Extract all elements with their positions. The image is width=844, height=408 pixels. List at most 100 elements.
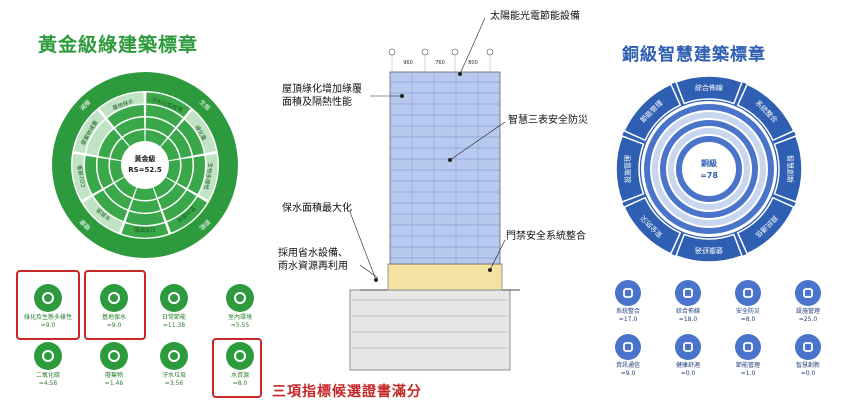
faucet-icon (226, 342, 254, 370)
green-wheel-label: 日常節能 (134, 226, 157, 234)
basement-block (349, 289, 511, 371)
green-wheel-segment (176, 157, 193, 188)
green-wheel-segment (145, 117, 175, 137)
monitor-icon (615, 280, 641, 306)
green-wheel-segment (169, 129, 192, 158)
green-wheel-segment (185, 110, 217, 154)
smart-inner-ring (660, 120, 758, 218)
green-wheel-segment (82, 196, 123, 233)
leaf-icon (735, 334, 761, 360)
smart-indicator: 設施管理 =25.0 (780, 280, 836, 324)
green-wheel-segment (177, 119, 204, 156)
callout-smart-meter: 智慧三表安全防災 (508, 115, 588, 126)
green-wheel-segment (158, 183, 186, 210)
smart-center-score: =78 (700, 171, 718, 180)
green-wheel-segment (162, 190, 197, 221)
green-indicator-value: =11.38 (162, 322, 186, 329)
green-building-title: 黃金級綠建築標章 (38, 34, 199, 56)
callout-leader (489, 239, 506, 271)
smart-indicator-label: 設施管理 (795, 308, 820, 315)
smart-indicator-label: 智慧創新 (795, 362, 820, 369)
green-wheel-segment (104, 183, 132, 210)
green-center-disc (123, 143, 167, 187)
smart-indicator-label: 健康舒適 (675, 362, 700, 369)
smart-outer-segment (623, 196, 682, 255)
smart-outer-segment (615, 135, 645, 203)
green-indicator-label: 室內環境 (227, 314, 252, 321)
green-wheel-segment (110, 138, 130, 161)
smart-indicator-value: =25.0 (798, 316, 818, 323)
green-indicator-label: 日常節能 (161, 314, 186, 321)
smart-indicator-label: 節能管理 (735, 362, 760, 369)
grid-axis-marker (388, 48, 396, 56)
green-indicator: 室內環境 =5.55 (210, 284, 270, 330)
green-indicator-label: 水資源 (230, 372, 249, 379)
green-indicator-value: =1.46 (104, 380, 124, 387)
smart-indicator: 健康舒適 =0.0 (660, 334, 716, 378)
smart-inner-ring (644, 104, 774, 234)
smart-indicator-value: =9.0 (620, 370, 636, 377)
smart-outer-segment (773, 135, 803, 203)
green-wheel-segment (93, 190, 128, 221)
green-wheel-segment (187, 155, 205, 194)
smart-outer-segment (736, 83, 795, 142)
factory-icon (34, 342, 62, 370)
green-wheel-segment (85, 155, 103, 194)
green-indicator-label: 基地保水 (101, 314, 126, 321)
green-center-score: RS=52.5 (128, 166, 162, 174)
green-indicator: 廢棄物 =1.46 (84, 342, 144, 388)
green-indicator: 水資源 =8.0 (210, 342, 270, 388)
smart-wheel-label: 智慧創新 (786, 155, 795, 183)
green-wheel-segment (98, 129, 121, 158)
green-indicator-value: =5.55 (230, 322, 250, 329)
callout-leader (449, 121, 506, 161)
smart-inner-ring (652, 112, 766, 226)
smart-indicator: 資訊通信 =9.0 (600, 334, 656, 378)
callout-leader (359, 264, 379, 279)
grid-axis-marker (421, 48, 429, 56)
green-center-label: 黃金級 (134, 154, 157, 163)
green-wheel-segment (133, 187, 157, 200)
energy-icon (160, 284, 188, 312)
green-wheel-segment (97, 157, 114, 188)
smart-indicator-value: =0.0 (680, 370, 696, 377)
green-indicator-value: =4.58 (38, 380, 58, 387)
green-wheel-segment (146, 92, 191, 118)
green-wheel-segment (121, 223, 169, 238)
truck-icon (100, 342, 128, 370)
smart-indicator-label: 綜合佈線 (675, 308, 700, 315)
brain-icon (795, 334, 821, 360)
smart-inner-ring (676, 136, 742, 202)
smart-indicator: 節能管理 =1.0 (720, 334, 776, 378)
green-wheel-segment (73, 110, 105, 154)
green-wheel-segment (123, 130, 145, 147)
tower-icon (675, 280, 701, 306)
green-indicator-value: =9.0 (106, 322, 122, 329)
callout-dot (488, 268, 492, 272)
smart-indicator-value: =0.0 (800, 370, 816, 377)
smart-center-disc (685, 145, 733, 193)
green-indicator: 基地保水 =9.0 (84, 284, 144, 330)
podium-block (387, 263, 503, 291)
green-wheel-segment (125, 211, 165, 225)
grid-axis-marker (451, 48, 459, 56)
smart-indicator-value: =18.0 (678, 316, 698, 323)
green-indicator-label: 廢棄物 (104, 372, 123, 379)
smart-indicator-value: =1.0 (740, 370, 756, 377)
green-wheel-segment (166, 159, 180, 182)
callout-roof-green-1: 屋頂綠化增加綠覆 (282, 84, 362, 95)
green-wheel-segment (115, 177, 137, 198)
green-indicator: 二氧化碳 =4.58 (18, 342, 78, 388)
smart-indicator-label: 安全防災 (735, 308, 760, 315)
person-icon (675, 334, 701, 360)
green-indicator-value: =3.56 (164, 380, 184, 387)
highlight-box-water-retention (84, 270, 146, 340)
smart-wheel-label: 設施管理 (623, 155, 632, 183)
green-wheel-segment (86, 119, 113, 156)
smart-indicator-label: 系統整合 (615, 308, 640, 315)
smart-center-label: 銅級 (701, 158, 717, 168)
green-indicator: 汙水垃圾 =3.56 (144, 342, 204, 388)
recycle-icon (160, 342, 188, 370)
green-indicator-label: 綠化及生態多樣性 (23, 314, 72, 321)
